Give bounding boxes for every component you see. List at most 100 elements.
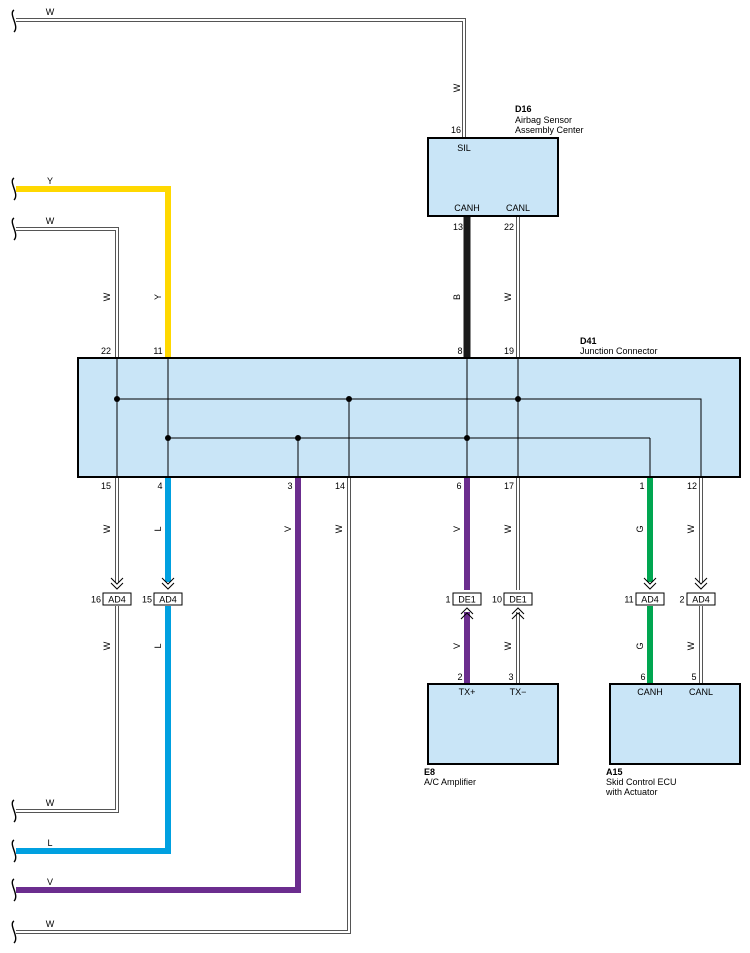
pin-number: 19 (504, 346, 514, 356)
pin-number: 14 (335, 481, 345, 491)
connector-ad4-label: AD4 (159, 595, 177, 605)
connector-ad4-label: AD4 (108, 595, 126, 605)
pin-number: 4 (157, 481, 162, 491)
connector-de1 (452, 592, 482, 606)
wire-color-label: W (334, 524, 344, 533)
pin-number: 16 (91, 595, 101, 605)
pin-number: 12 (687, 481, 697, 491)
pin-number: 11 (153, 346, 162, 356)
break-icon (11, 878, 17, 902)
splice-dot (346, 396, 352, 402)
connector-ad4 (153, 592, 183, 606)
pin-number: 5 (691, 672, 696, 682)
wire-color-label: Y (153, 294, 163, 300)
wire-color-label: V (452, 526, 462, 532)
wire-color-label: W (503, 524, 513, 533)
wire-color-label: V (47, 877, 53, 887)
wire-color-label: L (153, 643, 163, 648)
break-icon (11, 799, 17, 823)
break-icon (11, 839, 17, 863)
wires (16, 18, 703, 934)
wire-color-label: Y (47, 176, 53, 186)
pin-number: 17 (504, 481, 514, 491)
pin-number: 1 (639, 481, 644, 491)
d16-pin-sil: SIL (457, 143, 471, 153)
connector-ad4 (102, 592, 132, 606)
connector-ad4 (686, 592, 716, 606)
e8-pin-txp: TX+ (459, 687, 476, 697)
splice-dot (464, 435, 470, 441)
pin-number: 15 (142, 595, 152, 605)
wire-w-out1 (16, 606, 119, 813)
splice-dot (295, 435, 301, 441)
pin-numbers: 16 13 22 22 11 8 19 15 4 3 14 6 17 1 12 … (91, 125, 697, 682)
d16-code: D16 (515, 104, 532, 114)
e8-box (427, 683, 559, 765)
wire-color-label: G (635, 642, 645, 649)
d16-name-line1: Airbag Sensor (515, 115, 572, 125)
d41-box (77, 357, 741, 478)
wire-y (16, 186, 171, 358)
component-d41: D41 Junction Connector (77, 336, 741, 478)
splice-dot (165, 435, 171, 441)
wire-w14-inner (16, 477, 350, 933)
connector-ad4 (635, 592, 665, 606)
pin-number: 16 (451, 125, 461, 135)
wire-break-symbols (11, 9, 17, 944)
e8-pin-txm: TX− (510, 687, 527, 697)
connector-ad4-label: AD4 (692, 595, 710, 605)
wire-color-label: W (452, 83, 462, 92)
chevron-down-icon (643, 577, 657, 590)
wire-color-label: V (283, 526, 293, 532)
wire-w22-inner (16, 228, 118, 358)
a15-code: A15 (606, 767, 623, 777)
d41-bus-h (117, 398, 702, 477)
a15-pin-canl: CANL (689, 687, 713, 697)
wire-color-label: V (452, 643, 462, 649)
break-icon (11, 920, 17, 944)
pin-number: 22 (504, 222, 514, 232)
pin-number: 1 (445, 595, 450, 605)
wire-color-label: W (46, 7, 55, 17)
pin-number: 6 (640, 672, 645, 682)
connector-ad4-label: AD4 (641, 595, 659, 605)
wire-color-label: W (46, 216, 55, 226)
wire-color-label: W (686, 641, 696, 650)
pin-number: 15 (101, 481, 111, 491)
wire-top-w (16, 18, 466, 138)
wire-v3 (16, 477, 301, 893)
wire-l-out (16, 606, 171, 854)
wire-color-label: L (47, 838, 52, 848)
a15-box (609, 683, 741, 765)
pin-number: 3 (508, 672, 513, 682)
wire-color-label: W (503, 292, 513, 301)
d41-code: D41 (580, 336, 597, 346)
chevron-down-icon (110, 577, 124, 590)
a15-pin-canh: CANH (637, 687, 663, 697)
pin-number: 10 (492, 595, 502, 605)
break-icon (11, 9, 17, 33)
chevron-up-icon (460, 607, 474, 620)
a15-name-line2: with Actuator (605, 787, 658, 797)
pin-number: 22 (101, 346, 111, 356)
pin-number: 2 (457, 672, 462, 682)
wire-color-label: W (102, 292, 112, 301)
wire-color-label: W (102, 524, 112, 533)
wire-color-label: W (503, 641, 513, 650)
chevron-up-icon (511, 607, 525, 620)
pin-number: 2 (679, 595, 684, 605)
inline-connectors: AD4 AD4 DE1 DE1 AD4 AD4 (102, 577, 716, 620)
chevron-down-icon (161, 577, 175, 590)
wire-color-label: B (452, 294, 462, 300)
break-icon (11, 217, 17, 241)
connector-de1 (503, 592, 533, 606)
pin-number: 11 (624, 595, 633, 605)
pin-number: 6 (456, 481, 461, 491)
wire-top-w-inner (16, 19, 465, 138)
connector-de1-label: DE1 (509, 595, 527, 605)
wire-color-label: W (46, 919, 55, 929)
d41-name: Junction Connector (580, 346, 658, 356)
d16-pin-canl: CANL (506, 203, 530, 213)
component-d16: D16 Airbag Sensor Assembly Center SIL CA… (427, 104, 584, 217)
